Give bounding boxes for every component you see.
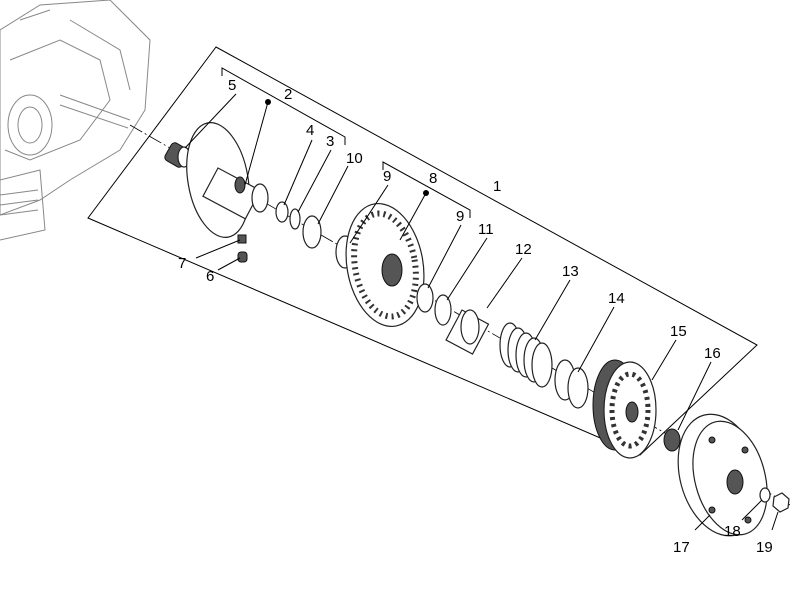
label-9b: 9 [456,208,464,225]
part-13-spring [499,322,553,388]
part-12-bushing [445,309,490,355]
assembly-frame [87,46,758,456]
label-8: 8 [429,170,437,187]
part-3-ring [289,208,301,230]
label-11: 11 [478,221,494,238]
part-18-washer [759,487,771,503]
label-14: 14 [608,290,625,307]
label-15: 15 [670,323,687,340]
bracket-8 [382,161,471,218]
part-4-ring [275,201,289,223]
part-10-oring [302,215,322,249]
leader-lines [184,93,779,531]
bracket-2 [221,67,346,145]
part-labels: 1 2 3 4 5 6 7 8 9 9 10 11 12 13 14 15 16… [178,77,773,556]
part-14-sleeve [554,359,589,409]
label-1: 1 [493,178,501,195]
label-16: 16 [704,345,721,362]
part-5-bearing [164,142,191,168]
part-2-fixed-pulley [186,122,269,238]
part-9-ring-b [416,283,434,313]
label-7: 7 [178,255,186,272]
part-15-clutch [592,359,657,459]
label-13: 13 [562,263,579,280]
part-7-slider [237,234,247,244]
label-2: 2 [284,86,292,103]
part-11-oring [434,294,452,326]
label-12: 12 [515,241,532,258]
part-17-clutch-bell [677,413,768,537]
label-5: 5 [228,77,236,94]
label-19: 19 [756,539,773,556]
label-9a: 9 [383,168,391,185]
label-3: 3 [326,133,334,150]
part-19-nut [772,492,790,513]
label-4: 4 [306,122,314,139]
part-8-movable-pulley [345,202,425,328]
part-16-nut [663,428,681,452]
part-6-roller [237,251,248,263]
engine-casing [0,0,151,241]
label-17: 17 [673,539,690,556]
label-10: 10 [346,150,363,167]
label-6: 6 [206,268,214,285]
label-18: 18 [724,523,741,540]
